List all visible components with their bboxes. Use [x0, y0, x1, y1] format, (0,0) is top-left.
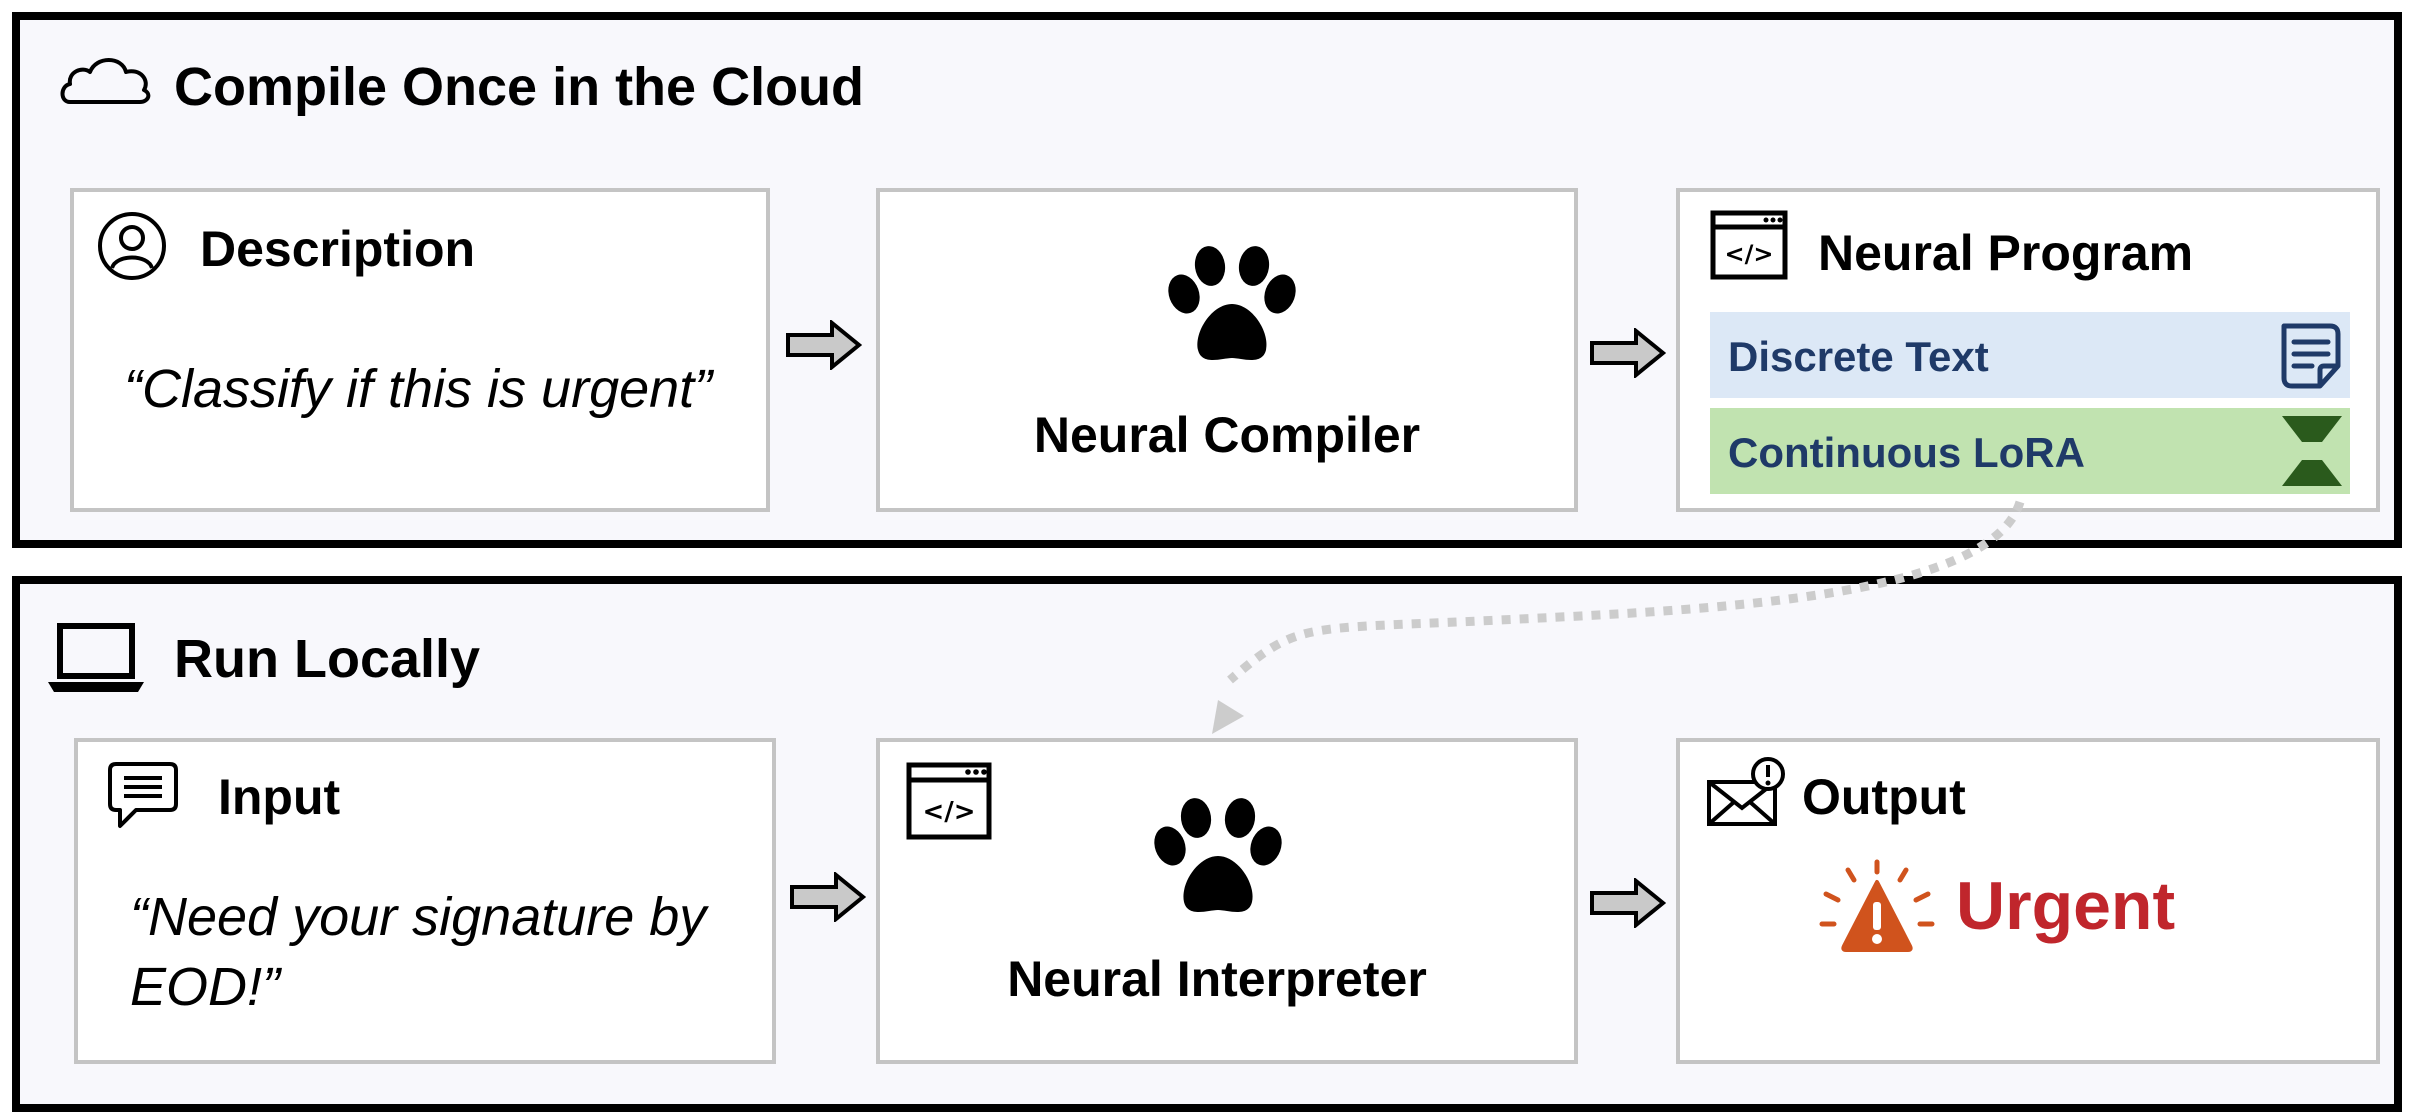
envelope-alert-icon [1707, 757, 1785, 826]
right-arrow-icon [1590, 328, 1666, 378]
code-window-icon: </> [906, 762, 992, 840]
svg-text:</>: </> [922, 797, 975, 827]
compile-panel: Compile Once in the Cloud Description “C… [12, 12, 2402, 548]
right-arrow-icon [790, 872, 866, 922]
description-box: Description “Classify if this is urgent” [70, 188, 770, 512]
svg-text:</>: </> [1725, 240, 1774, 268]
neural-compiler-box: Neural Compiler [876, 188, 1578, 512]
neural-program-title: Neural Program [1818, 225, 2194, 281]
neural-interpreter-box: </> Neural Interpreter [876, 738, 1578, 1064]
discrete-text-band: Discrete Text [1710, 312, 2350, 398]
input-title: Input [218, 769, 341, 825]
user-circle-icon [98, 212, 166, 280]
description-quote: “Classify if this is urgent” [124, 359, 713, 419]
input-quote: “Need your signature by EOD!” [130, 887, 707, 1018]
continuous-lora-band: Continuous LoRA [1710, 408, 2350, 494]
right-arrow-icon [1590, 878, 1666, 928]
laptop-icon [48, 623, 144, 692]
discrete-text-label: Discrete Text [1728, 333, 1989, 380]
warning-triangle-icon [1819, 859, 1935, 952]
run-locally-panel: Run Locally Input “Need your signature b… [12, 576, 2402, 1112]
code-window-icon: </> [1710, 210, 1788, 280]
paw-icon [1154, 798, 1282, 912]
output-result: Urgent [1956, 868, 2176, 944]
output-title: Output [1802, 769, 1966, 825]
right-arrow-icon [786, 320, 862, 370]
description-title: Description [200, 221, 476, 277]
hourglass-icon [2282, 416, 2342, 486]
cloud-icon [60, 58, 151, 104]
continuous-lora-label: Continuous LoRA [1728, 429, 2085, 476]
paw-icon [1168, 246, 1296, 360]
input-box: Input “Need your signature by EOD!” [74, 738, 776, 1064]
document-icon [2281, 323, 2341, 389]
compile-panel-title: Compile Once in the Cloud [174, 57, 865, 117]
chat-bubble-icon [108, 762, 178, 828]
run-locally-title: Run Locally [174, 629, 481, 689]
neural-program-box: </> Neural Program Discrete Text Continu… [1676, 188, 2380, 512]
neural-compiler-label: Neural Compiler [1033, 407, 1421, 463]
output-box: Output Urgent [1676, 738, 2380, 1064]
neural-interpreter-label: Neural Interpreter [1007, 951, 1427, 1007]
